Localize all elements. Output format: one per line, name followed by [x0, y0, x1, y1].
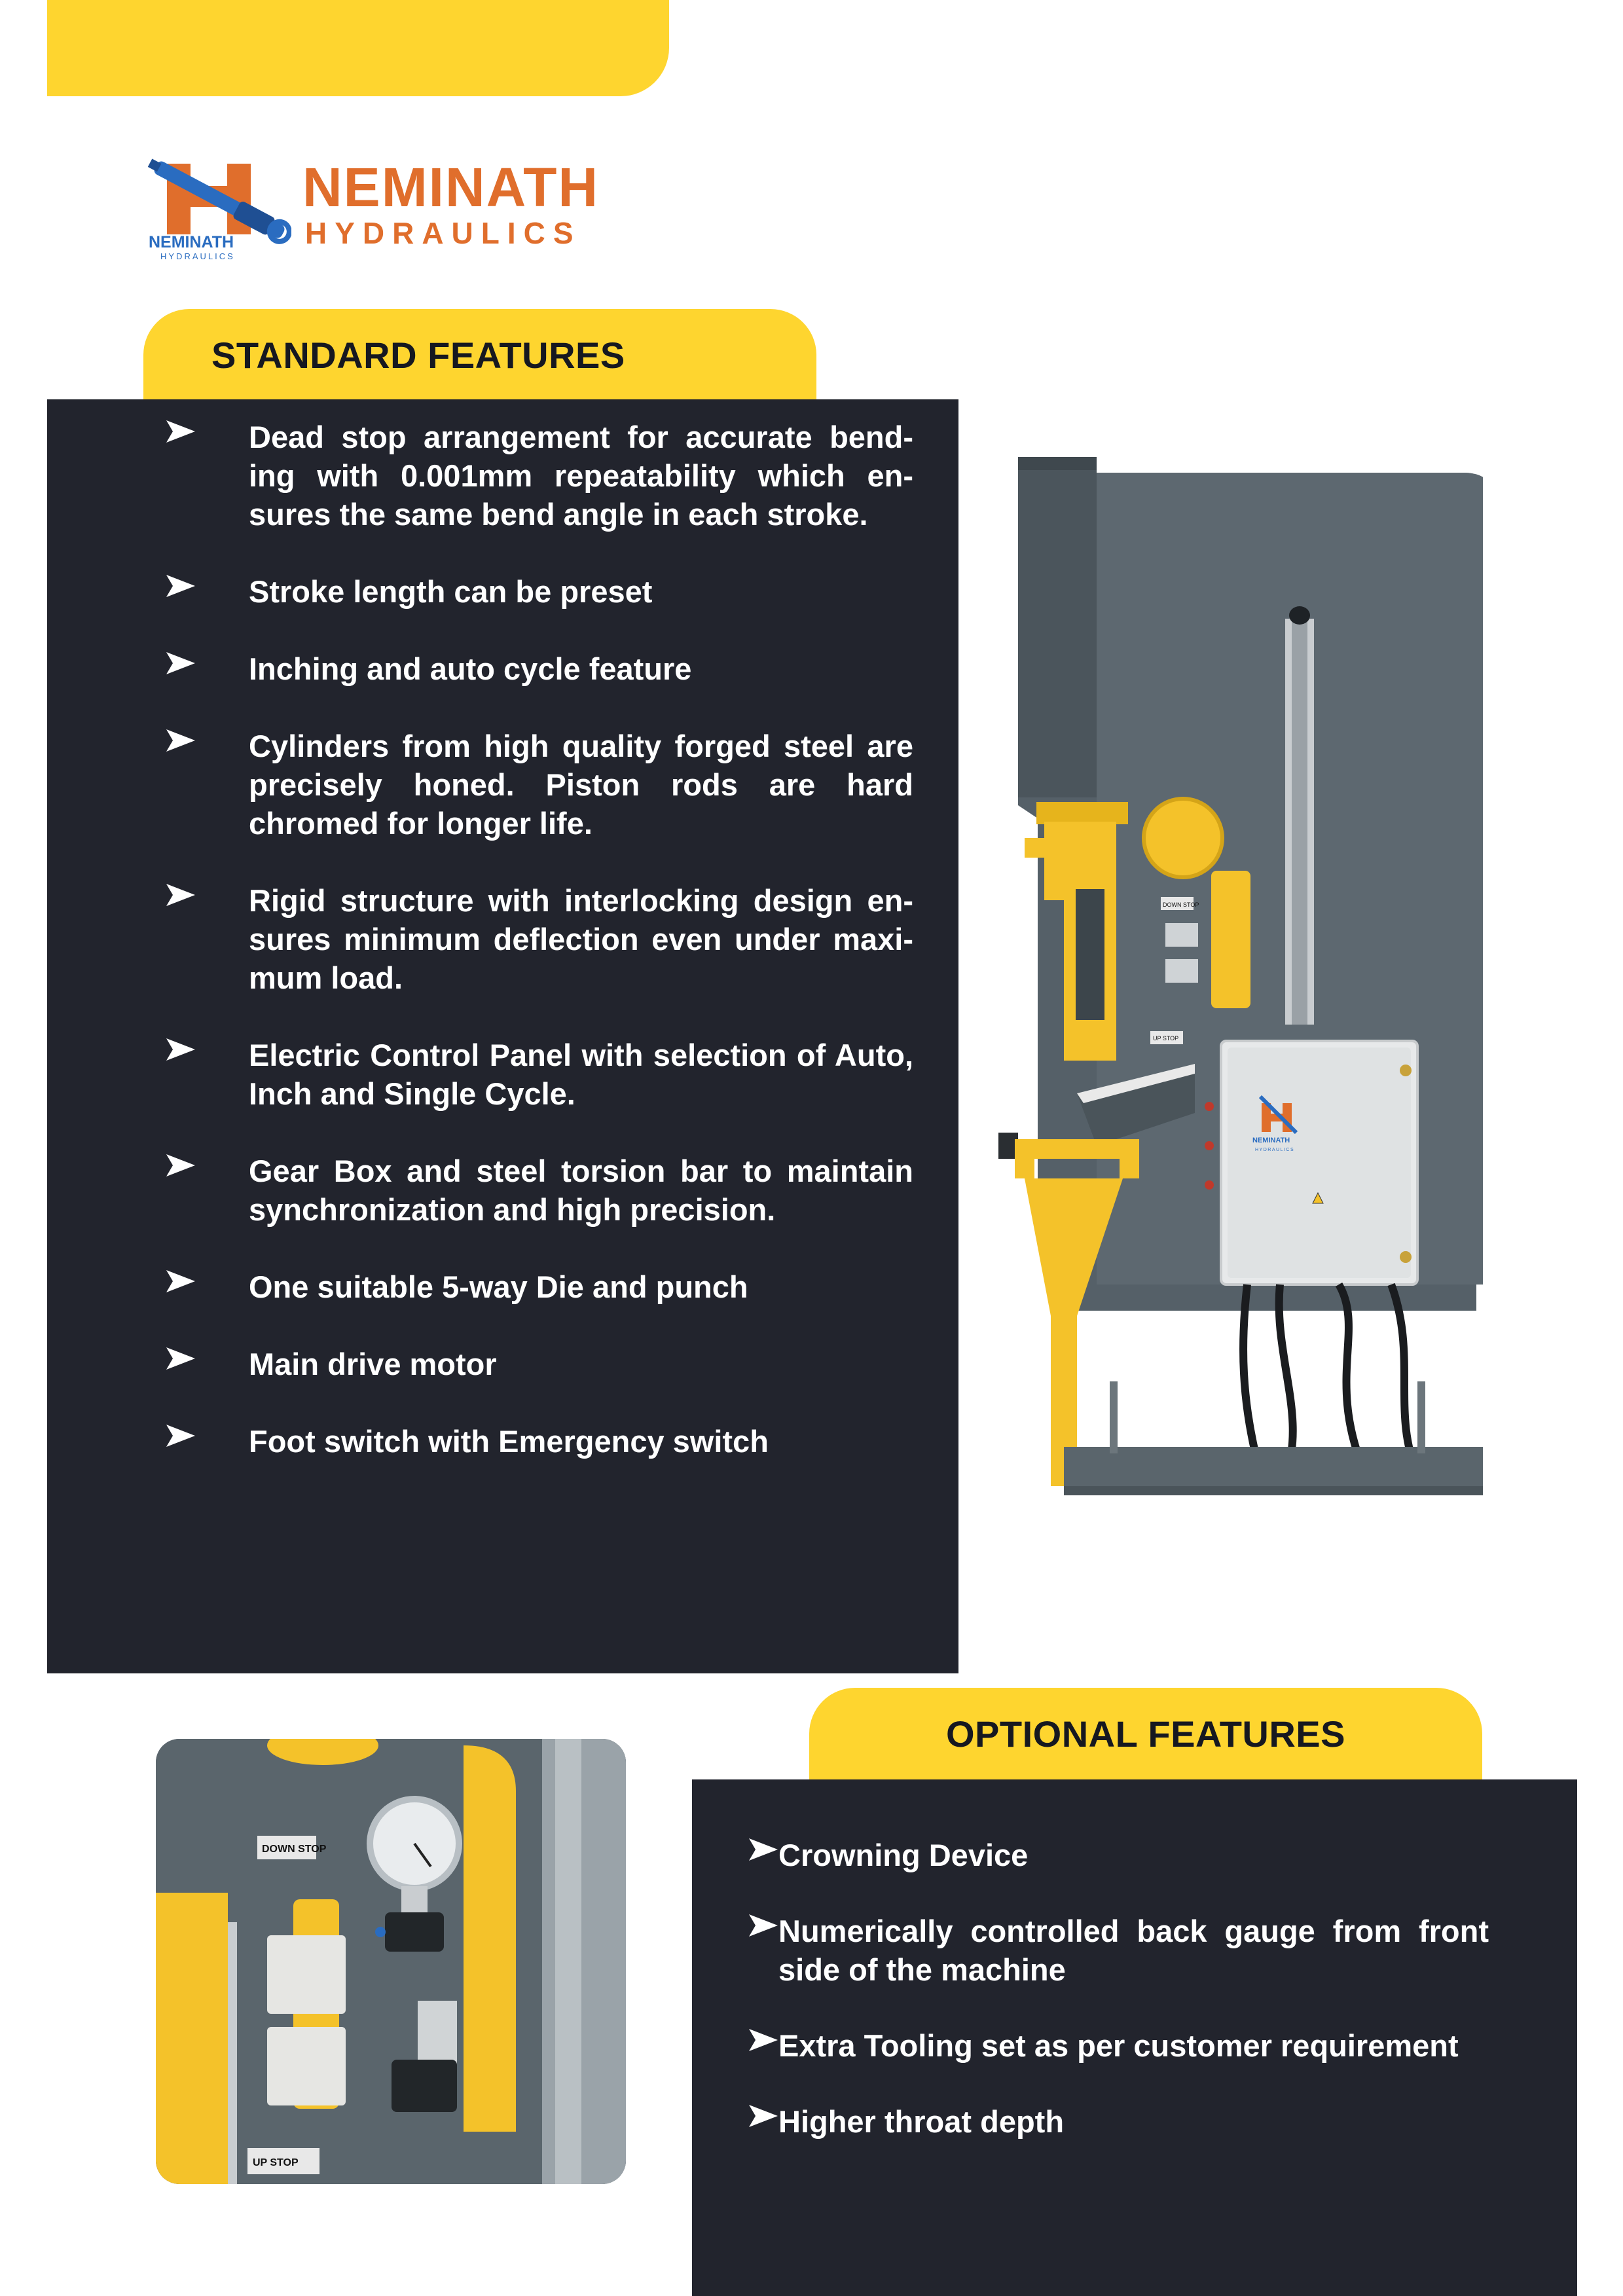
arrowhead-bullet-icon: [165, 1152, 249, 1229]
feature-item: Numerically controlled back gauge from f…: [710, 1912, 1548, 1989]
arrowhead-bullet-icon: [165, 1345, 249, 1383]
feature-item: Gear Box and steel torsion bar to mainta…: [165, 1152, 964, 1229]
arrowhead-bullet-icon: [165, 727, 249, 843]
feature-item: Foot switch with Emergency switch: [165, 1422, 964, 1461]
machine-down-stop-label: DOWN STOP: [1163, 902, 1199, 908]
brand-logo: NEMINATH HYDRAULICS NEMINATH HYDRAULICS: [141, 137, 599, 262]
logo-mark-name: NEMINATH: [149, 233, 234, 251]
optional-features-heading: OPTIONAL FEATURES: [945, 1713, 1345, 1755]
feature-item: Rigid structure with interlocking design…: [165, 881, 964, 997]
feature-item: Cylinders from high quality forged steel…: [165, 727, 964, 843]
feature-text: Crowning Device: [778, 1838, 1029, 1872]
feature-text: One suitable 5-way Die and punch: [249, 1269, 748, 1304]
closeup-up-stop-label: UP STOP: [253, 2157, 299, 2168]
arrowhead-bullet-icon: [710, 1912, 778, 1989]
press-brake-machine-image: DOWN STOP UP STOP NEMINATH HYDRAULICS: [998, 452, 1483, 1499]
feature-text: Rigid structure with interlocking design…: [249, 883, 913, 995]
arrowhead-bullet-icon: [165, 418, 249, 534]
feature-item: Inching and auto cycle feature: [165, 649, 964, 688]
logo-wordmark: NEMINATH HYDRAULICS: [302, 158, 599, 250]
feature-item: Extra Tooling set as per customer requir…: [710, 2026, 1548, 2065]
feature-item: Dead stop arrangement for accurate bend-…: [165, 418, 964, 534]
logo-mark-sub: HYDRAULICS: [160, 251, 235, 261]
closeup-down-stop-label: DOWN STOP: [262, 1844, 327, 1855]
arrowhead-bullet-icon: [165, 1422, 249, 1461]
standard-features-heading: STANDARD FEATURES: [211, 334, 625, 376]
arrowhead-bullet-icon: [710, 2102, 778, 2141]
feature-item: Crowning Device: [710, 1836, 1548, 1874]
arrowhead-bullet-icon: [165, 649, 249, 688]
feature-text: Inching and auto cycle feature: [249, 651, 692, 686]
machine-panel-logo-name: NEMINATH: [1252, 1137, 1290, 1144]
feature-item: Main drive motor: [165, 1345, 964, 1383]
machine-panel-logo-sub: HYDRAULICS: [1255, 1148, 1294, 1152]
feature-text: Foot switch with Emergency switch: [249, 1424, 769, 1459]
feature-text: Numerically controlled back gauge from f…: [778, 1914, 1489, 1987]
arrowhead-bullet-icon: [165, 1036, 249, 1113]
feature-item: Higher throat depth: [710, 2102, 1548, 2141]
feature-text: Higher throat depth: [778, 2104, 1065, 2139]
feature-item: Stroke length can be preset: [165, 572, 964, 611]
feature-text: Cylinders from high quality forged steel…: [249, 729, 913, 841]
arrowhead-bullet-icon: [165, 881, 249, 997]
feature-item: One suitable 5-way Die and punch: [165, 1267, 964, 1306]
feature-text: Gear Box and steel torsion bar to mainta…: [249, 1154, 913, 1227]
feature-text: Electric Control Panel with selection of…: [249, 1038, 913, 1111]
standard-features-tab: STANDARD FEATURES: [143, 309, 816, 401]
logo-mark-icon: NEMINATH HYDRAULICS: [141, 137, 291, 262]
arrowhead-bullet-icon: [165, 572, 249, 611]
standard-features-panel: Dead stop arrangement for accurate bend-…: [47, 399, 958, 1673]
switch-closeup-image: DOWN STOP UP STOP: [156, 1739, 626, 2184]
feature-text: Main drive motor: [249, 1347, 497, 1381]
standard-features-list: Dead stop arrangement for accurate bend-…: [165, 418, 964, 1499]
machine-up-stop-label: UP STOP: [1153, 1035, 1178, 1042]
feature-item: Electric Control Panel with selection of…: [165, 1036, 964, 1113]
arrowhead-bullet-icon: [710, 1836, 778, 1874]
optional-features-tab: OPTIONAL FEATURES: [809, 1688, 1482, 1779]
arrowhead-bullet-icon: [165, 1267, 249, 1306]
arrowhead-bullet-icon: [710, 2026, 778, 2065]
feature-text: Extra Tooling set as per customer requir…: [778, 2028, 1459, 2063]
top-accent-bar: [47, 0, 669, 96]
logo-name-line1: NEMINATH: [302, 156, 600, 218]
logo-name-line2: HYDRAULICS: [305, 216, 581, 250]
feature-text: Stroke length can be preset: [249, 574, 653, 609]
feature-text: Dead stop arrangement for accurate bend-…: [249, 420, 913, 532]
